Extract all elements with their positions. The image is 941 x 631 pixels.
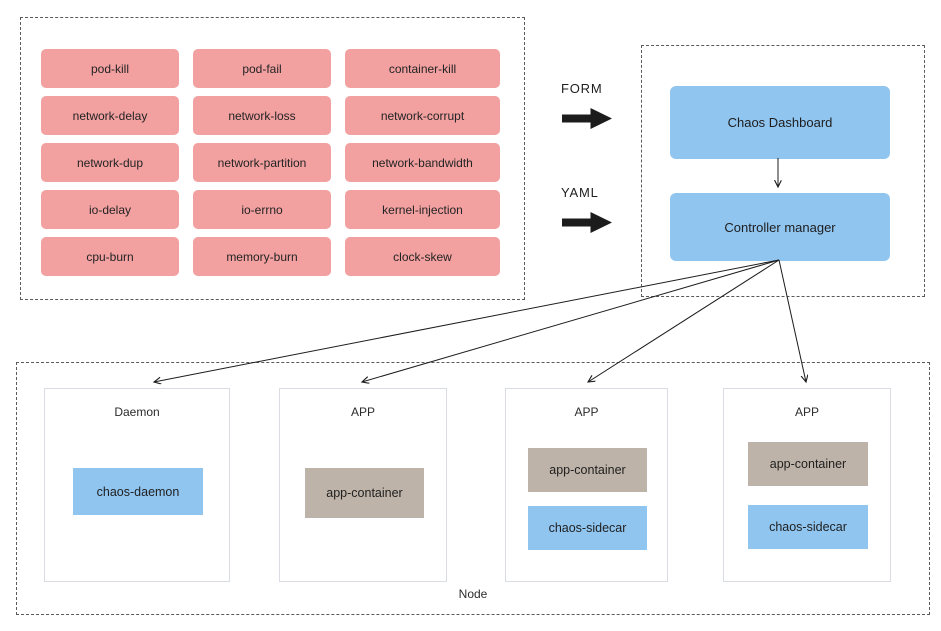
chaos-type-network-partition: network-partition bbox=[193, 143, 331, 182]
control-plane-panel: Chaos Dashboard Controller manager bbox=[641, 45, 925, 297]
chaos-dashboard-box: Chaos Dashboard bbox=[670, 86, 890, 159]
chaos-type-kernel-injection: kernel-injection bbox=[345, 190, 500, 229]
chaos-type-io-delay: io-delay bbox=[41, 190, 179, 229]
chaos-type-network-dup: network-dup bbox=[41, 143, 179, 182]
chaos-type-network-loss: network-loss bbox=[193, 96, 331, 135]
pod-title: APP bbox=[574, 405, 599, 419]
app-container-box: app-container bbox=[305, 468, 424, 518]
chaos-type-clock-skew: clock-skew bbox=[345, 237, 500, 276]
chaos-sidecar-box: chaos-sidecar bbox=[748, 505, 868, 549]
pod-daemon: Daemon chaos-daemon bbox=[44, 388, 230, 582]
yaml-arrow-icon bbox=[562, 212, 612, 233]
node-panel: Daemon chaos-daemon APP app-container AP… bbox=[16, 362, 930, 615]
pod-app-1: APP app-container bbox=[279, 388, 447, 582]
form-arrow-icon bbox=[562, 108, 612, 129]
form-label: FORM bbox=[561, 81, 603, 96]
chaos-types-grid: pod-kill pod-fail container-kill network… bbox=[41, 49, 500, 276]
chaos-type-network-bandwidth: network-bandwidth bbox=[345, 143, 500, 182]
chaos-types-panel: pod-kill pod-fail container-kill network… bbox=[20, 17, 525, 300]
chaos-type-network-corrupt: network-corrupt bbox=[345, 96, 500, 135]
app-container-box: app-container bbox=[528, 448, 647, 492]
app-container-box: app-container bbox=[748, 442, 868, 486]
chaos-type-pod-kill: pod-kill bbox=[41, 49, 179, 88]
chaos-type-io-errno: io-errno bbox=[193, 190, 331, 229]
chaos-sidecar-box: chaos-sidecar bbox=[528, 506, 647, 550]
chaos-type-cpu-burn: cpu-burn bbox=[41, 237, 179, 276]
pod-app-2: APP app-container chaos-sidecar bbox=[505, 388, 668, 582]
chaos-type-pod-fail: pod-fail bbox=[193, 49, 331, 88]
pod-title: Daemon bbox=[114, 405, 160, 419]
chaos-daemon-box: chaos-daemon bbox=[73, 468, 203, 515]
node-label: Node bbox=[458, 587, 488, 601]
pod-title: APP bbox=[350, 405, 375, 419]
controller-manager-box: Controller manager bbox=[670, 193, 890, 261]
chaos-type-network-delay: network-delay bbox=[41, 96, 179, 135]
yaml-label: YAML bbox=[561, 185, 599, 200]
chaos-type-memory-burn: memory-burn bbox=[193, 237, 331, 276]
pod-app-3: APP app-container chaos-sidecar bbox=[723, 388, 891, 582]
chaos-type-container-kill: container-kill bbox=[345, 49, 500, 88]
pod-title: APP bbox=[794, 405, 819, 419]
